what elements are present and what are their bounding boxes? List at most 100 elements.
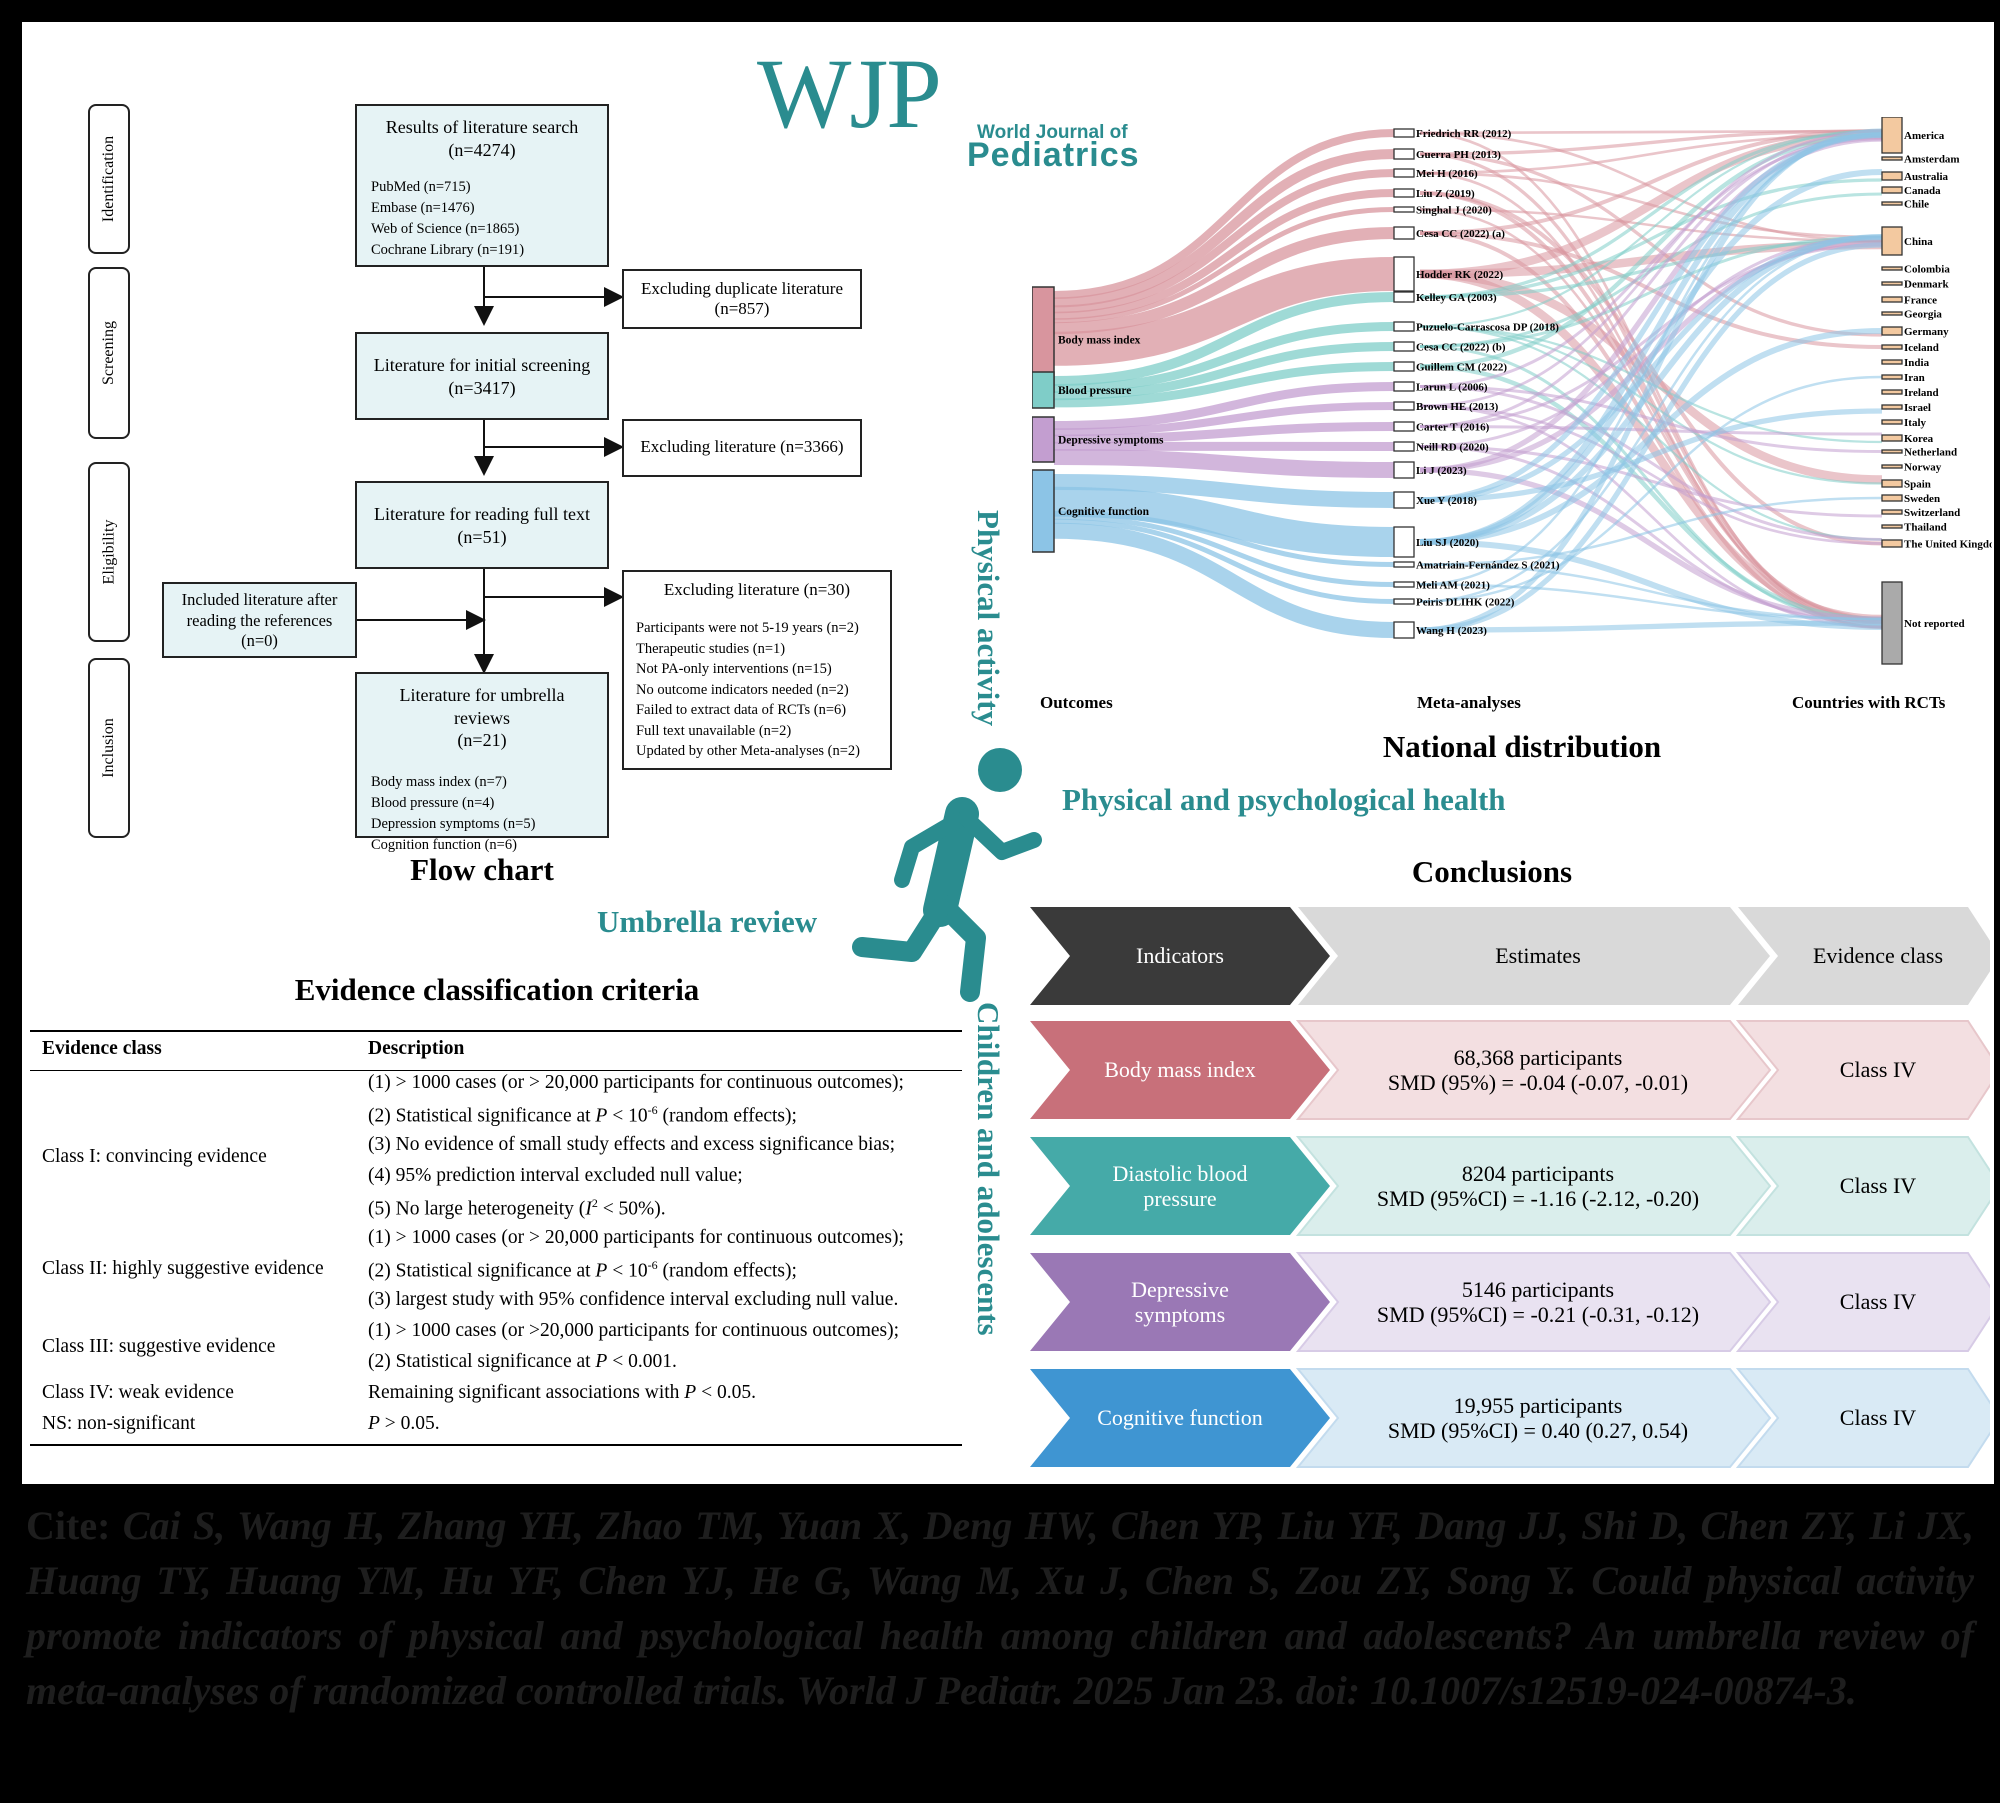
sankey-link — [1419, 129, 1883, 408]
country-label: America — [1904, 130, 1945, 142]
sankey-link — [1053, 257, 1395, 366]
country-node — [1881, 311, 1903, 316]
sankey-link — [1419, 152, 1883, 337]
children-label: Children and adolescents — [971, 1002, 1006, 1336]
sankey-link — [1053, 449, 1395, 478]
sankey-col-countries: Countries with RCTs — [1792, 693, 1946, 712]
stage-identification: Identification — [88, 104, 130, 254]
logo-line2: Pediatrics — [967, 136, 1140, 174]
class-ns-name: NS: non-significant — [42, 1413, 196, 1434]
references-box: Included literature after reading the re… — [162, 582, 357, 658]
sankey-link — [1419, 129, 1883, 328]
sankey-link — [1419, 133, 1883, 428]
meta-node — [1393, 381, 1415, 392]
sankey-link — [1419, 583, 1883, 621]
flow-chart: Identification Screening Eligibility Inc… — [22, 22, 922, 902]
abstract-panel: WJP World Journal of Pediatrics Identifi… — [22, 22, 1994, 1484]
meta-label: Guillem CM (2022) — [1416, 362, 1507, 374]
sankey-link — [1053, 169, 1395, 314]
country-node — [1881, 419, 1903, 425]
class-iii-line-2: (2) Statistical significance at P < 0.00… — [368, 1351, 677, 1372]
health-label: Physical and psychological health — [1062, 782, 1506, 817]
sankey-link — [1419, 128, 1883, 633]
sankey-link — [1419, 129, 1883, 235]
sankey-link — [1053, 422, 1395, 444]
citation: Cite: Cai S, Wang H, Zhang YH, Zhao TM, … — [26, 1498, 1974, 1718]
country-label: Denmark — [1904, 279, 1949, 291]
country-label: Amsterdam — [1904, 154, 1960, 166]
header-estimates: Estimates — [1495, 943, 1581, 969]
class-ii-line-2: (2) Statistical significance at P < 10-6… — [368, 1258, 797, 1282]
sankey-title: National distribution — [1382, 729, 1662, 764]
meta-node — [1393, 148, 1415, 160]
meta-label: Cesa CC (2022) (a) — [1416, 228, 1505, 240]
country-label: Iceland — [1904, 342, 1939, 354]
row-dbp-indicator: Diastolic blood pressure — [1112, 1160, 1248, 1211]
conclusions-chevrons — [1030, 907, 1990, 1468]
header-evidence-class: Evidence class — [1812, 943, 1944, 969]
country-node — [1881, 524, 1903, 529]
sankey-link — [1419, 132, 1883, 369]
citation-text: Cai S, Wang H, Zhang YH, Zhao TM, Yuan X… — [26, 1503, 1974, 1713]
outcome-node — [1032, 469, 1055, 553]
meta-label: Hodder RK (2022) — [1416, 269, 1504, 281]
meta-node — [1393, 598, 1415, 605]
sankey-link — [1419, 345, 1883, 625]
country-node — [1881, 449, 1903, 454]
conclusions-title: Conclusions — [1411, 854, 1573, 889]
class-i-name: Class I: convincing evidence — [42, 1146, 267, 1167]
country-node — [1881, 171, 1903, 181]
umbrella-review-label: Umbrella review — [597, 904, 818, 939]
sankey-col-outcomes: Outcomes — [1040, 693, 1113, 712]
class-iv-line-1: Remaining significant associations with … — [368, 1382, 756, 1403]
sankey-link — [1053, 227, 1395, 335]
outcome-label: Depressive symptoms — [1058, 435, 1164, 447]
meta-label: Friedrich RR (2012) — [1416, 128, 1512, 140]
sankey-link — [1419, 242, 1883, 633]
country-label: Norway — [1904, 462, 1942, 474]
country-node — [1881, 326, 1903, 336]
country-node — [1881, 359, 1903, 365]
excluding-30-box: Excluding literature (n=30) Participants… — [622, 570, 892, 770]
country-label: Spain — [1904, 479, 1931, 491]
country-label: Israel — [1904, 402, 1931, 414]
meta-node — [1393, 206, 1415, 213]
class-i-line-2: (2) Statistical significance at P < 10-6… — [368, 1103, 797, 1127]
meta-label: Carter T (2016) — [1416, 422, 1490, 434]
meta-node — [1393, 561, 1415, 568]
outcome-label: Cognitive function — [1058, 506, 1150, 518]
meta-label: Larun L (2006) — [1416, 382, 1488, 394]
full-text-box: Literature for reading full text (n=51) — [355, 481, 609, 569]
sankey-link — [1419, 620, 1883, 633]
criteria-section: Evidence classification criteria Evidenc… — [22, 972, 962, 1482]
class-ii-name: Class II: highly suggestive evidence — [42, 1258, 324, 1279]
country-label: Switzerland — [1904, 507, 1960, 519]
row-dep-class: Class IV — [1839, 1289, 1917, 1315]
sankey-link — [1419, 131, 1883, 243]
country-label: Korea — [1904, 433, 1934, 445]
criteria-col2: Description — [368, 1038, 465, 1059]
sankey-link — [1419, 178, 1883, 299]
country-node — [1881, 281, 1903, 286]
country-node — [1881, 374, 1903, 380]
outcome-node — [1032, 416, 1055, 463]
meta-label: Cesa CC (2022) (b) — [1416, 342, 1506, 354]
country-node — [1881, 479, 1903, 488]
citation-label: Cite: — [26, 1503, 111, 1548]
sankey-link — [1419, 169, 1883, 545]
sankey-link — [1053, 322, 1395, 393]
country-node — [1881, 581, 1903, 665]
logo-letters: WJP — [757, 38, 942, 149]
country-label: Thailand — [1904, 522, 1947, 534]
meta-label: Liu Z (2019) — [1416, 188, 1475, 200]
row-bmi-indicator: Body mass index — [1104, 1057, 1256, 1083]
country-node — [1881, 509, 1903, 515]
row-cog-indicator: Cognitive function — [1097, 1405, 1263, 1431]
meta-label: Brown HE (2013) — [1416, 401, 1499, 413]
country-label: France — [1904, 295, 1937, 307]
